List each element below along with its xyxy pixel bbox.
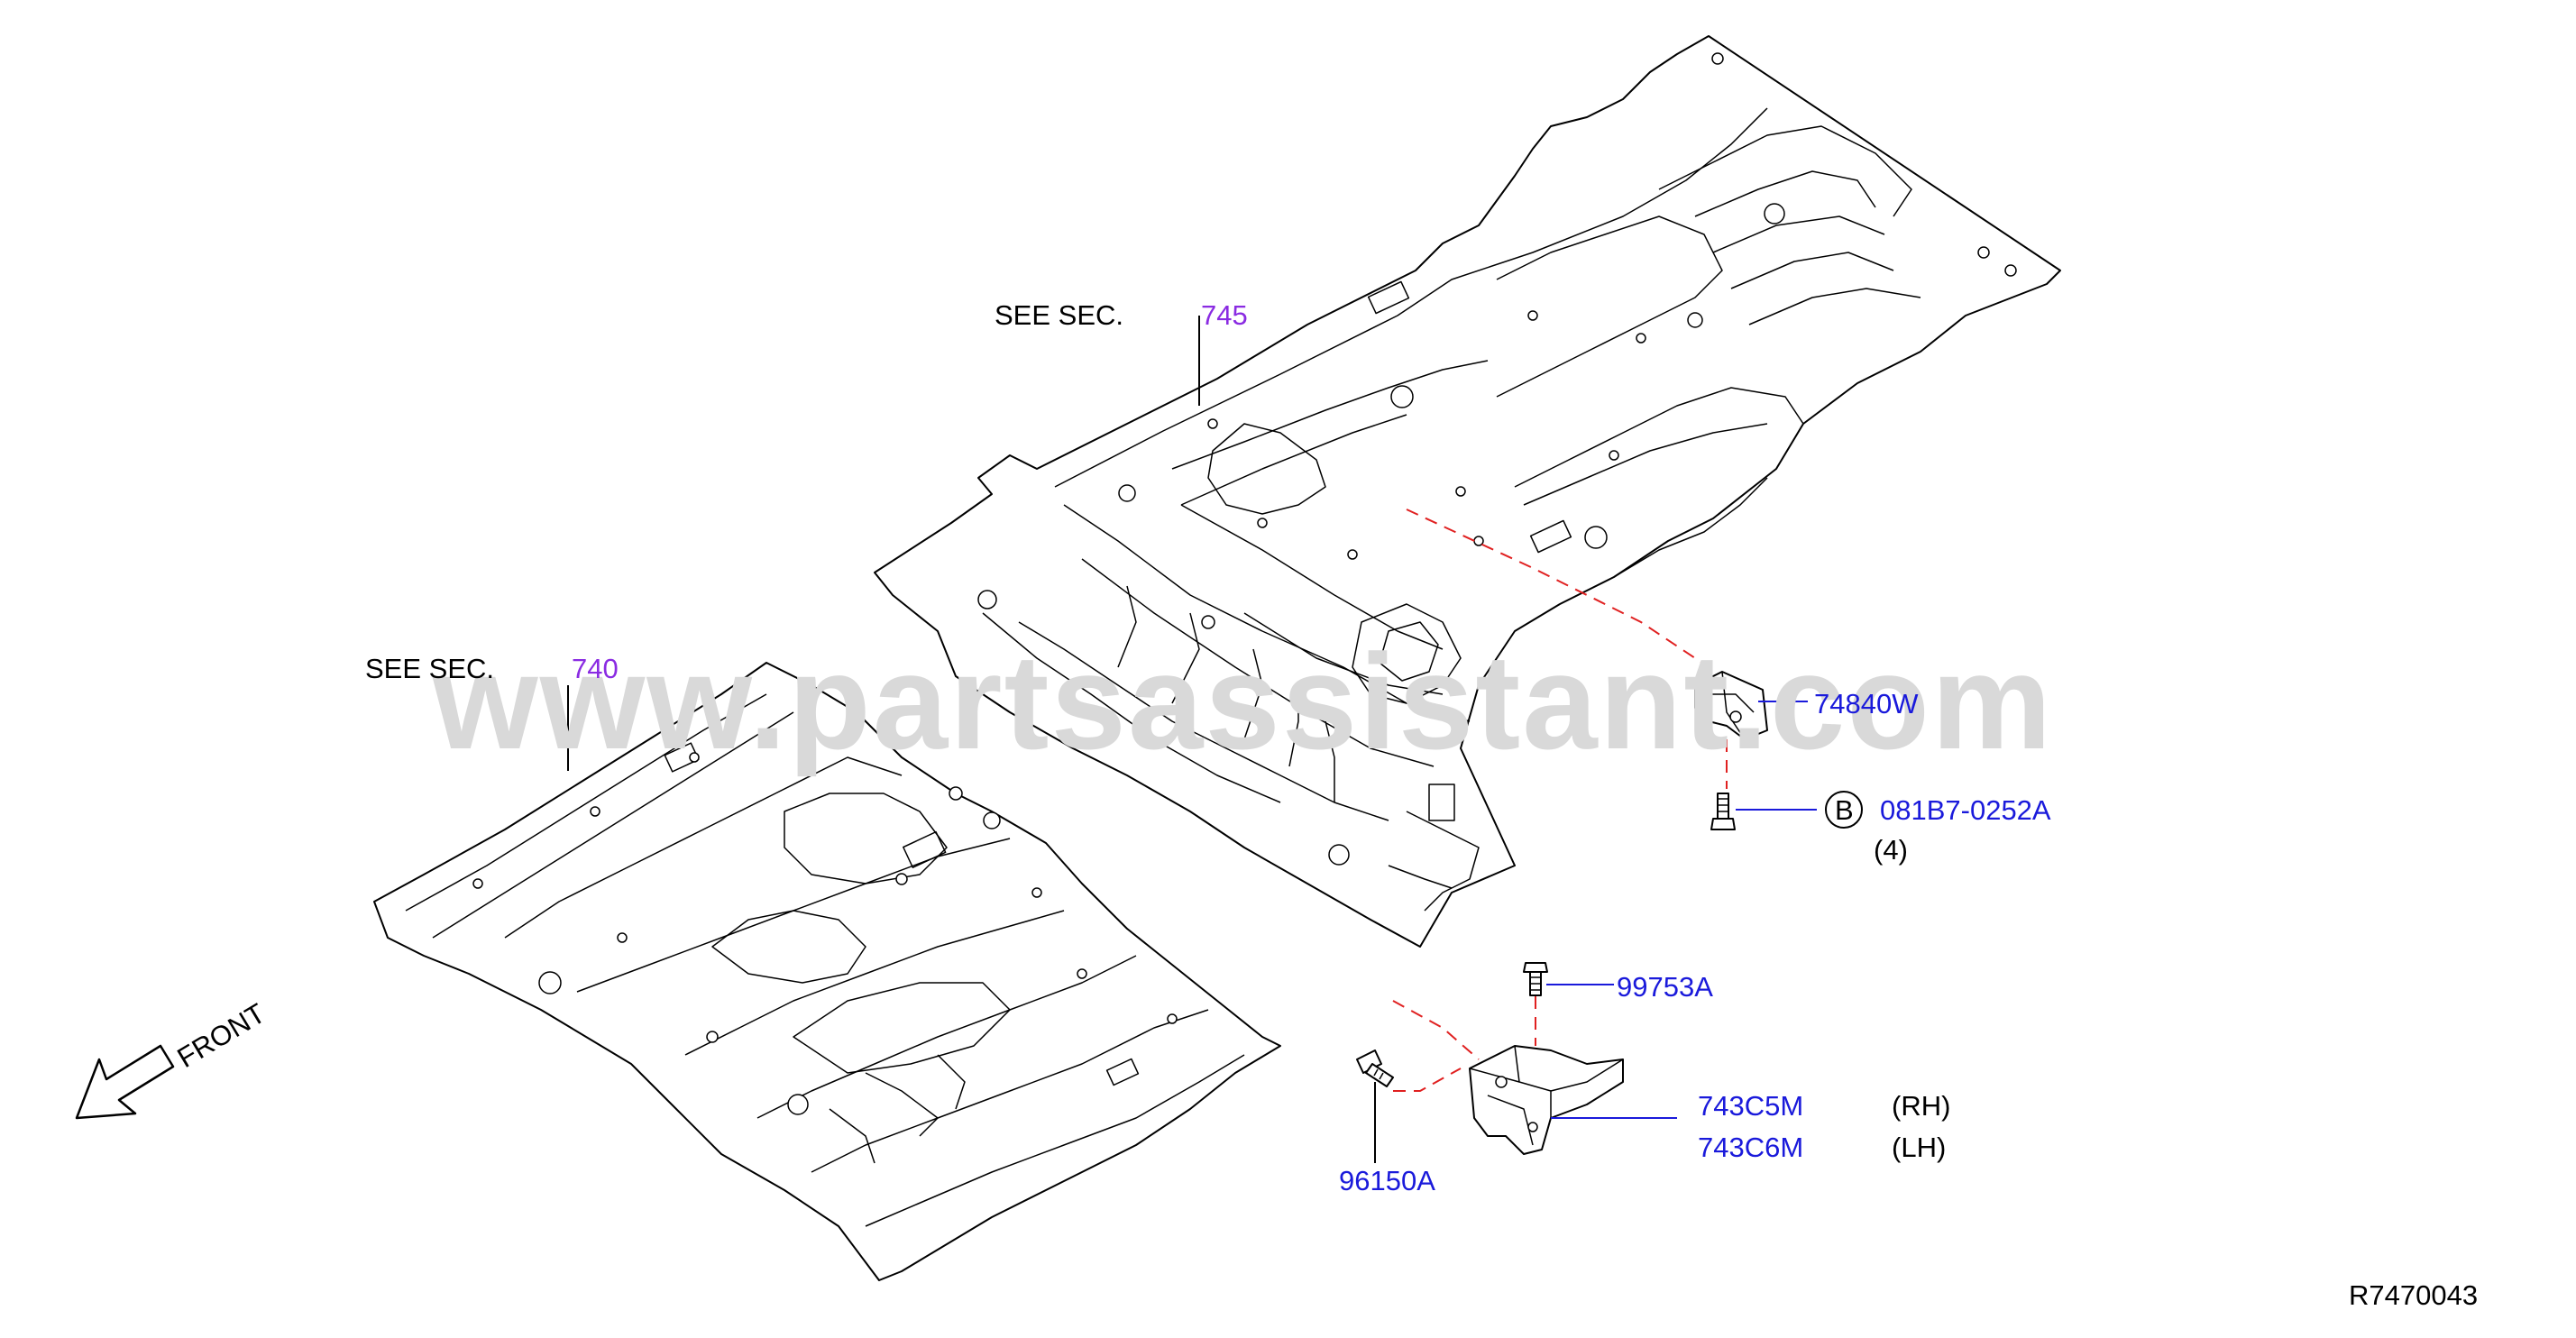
part-743C6M-link[interactable]: 743C6M (1698, 1132, 1803, 1163)
part-74840W-link[interactable]: 74840W (1814, 688, 1919, 719)
circled-b-callout-icon: B (1825, 791, 1863, 829)
watermark: www.partsassistant.com (432, 626, 2053, 777)
mount-bracket-743C5M-743C6M[interactable] (1469, 1045, 1624, 1155)
screw-99753A[interactable] (1523, 962, 1548, 996)
leader-lines (567, 316, 1817, 1163)
front-floor-panel[interactable] (373, 662, 1281, 1281)
bolt-quantity: (4) (1874, 834, 1908, 866)
bolt-96150A[interactable] (1356, 1049, 1394, 1087)
part-96150A-link[interactable]: 96150A (1339, 1165, 1435, 1196)
bolt-081B7-0252A[interactable] (1710, 793, 1736, 830)
sec-740-link[interactable]: 740 (572, 653, 619, 684)
part-99753A-link[interactable]: 99753A (1617, 971, 1713, 1003)
diagram-code: R7470043 (2349, 1279, 2478, 1311)
assembly-lines (1392, 509, 1728, 1092)
sec-745-link[interactable]: 745 (1201, 299, 1248, 331)
rh-label: (RH) (1892, 1090, 1950, 1122)
front-label: FRONT (172, 997, 271, 1074)
callout-letter: B (1835, 794, 1854, 826)
rear-floor-panel[interactable] (874, 35, 2061, 948)
see-sec-front-label: SEE SEC. (365, 653, 494, 684)
part-081B7-0252A-link[interactable]: 081B7-0252A (1880, 794, 2051, 826)
see-sec-rear-label: SEE SEC. (995, 299, 1123, 331)
front-arrow-icon (75, 1044, 175, 1120)
bracket-74840W[interactable] (1694, 671, 1768, 740)
lh-label: (LH) (1892, 1132, 1946, 1163)
part-743C5M-link[interactable]: 743C5M (1698, 1090, 1803, 1122)
